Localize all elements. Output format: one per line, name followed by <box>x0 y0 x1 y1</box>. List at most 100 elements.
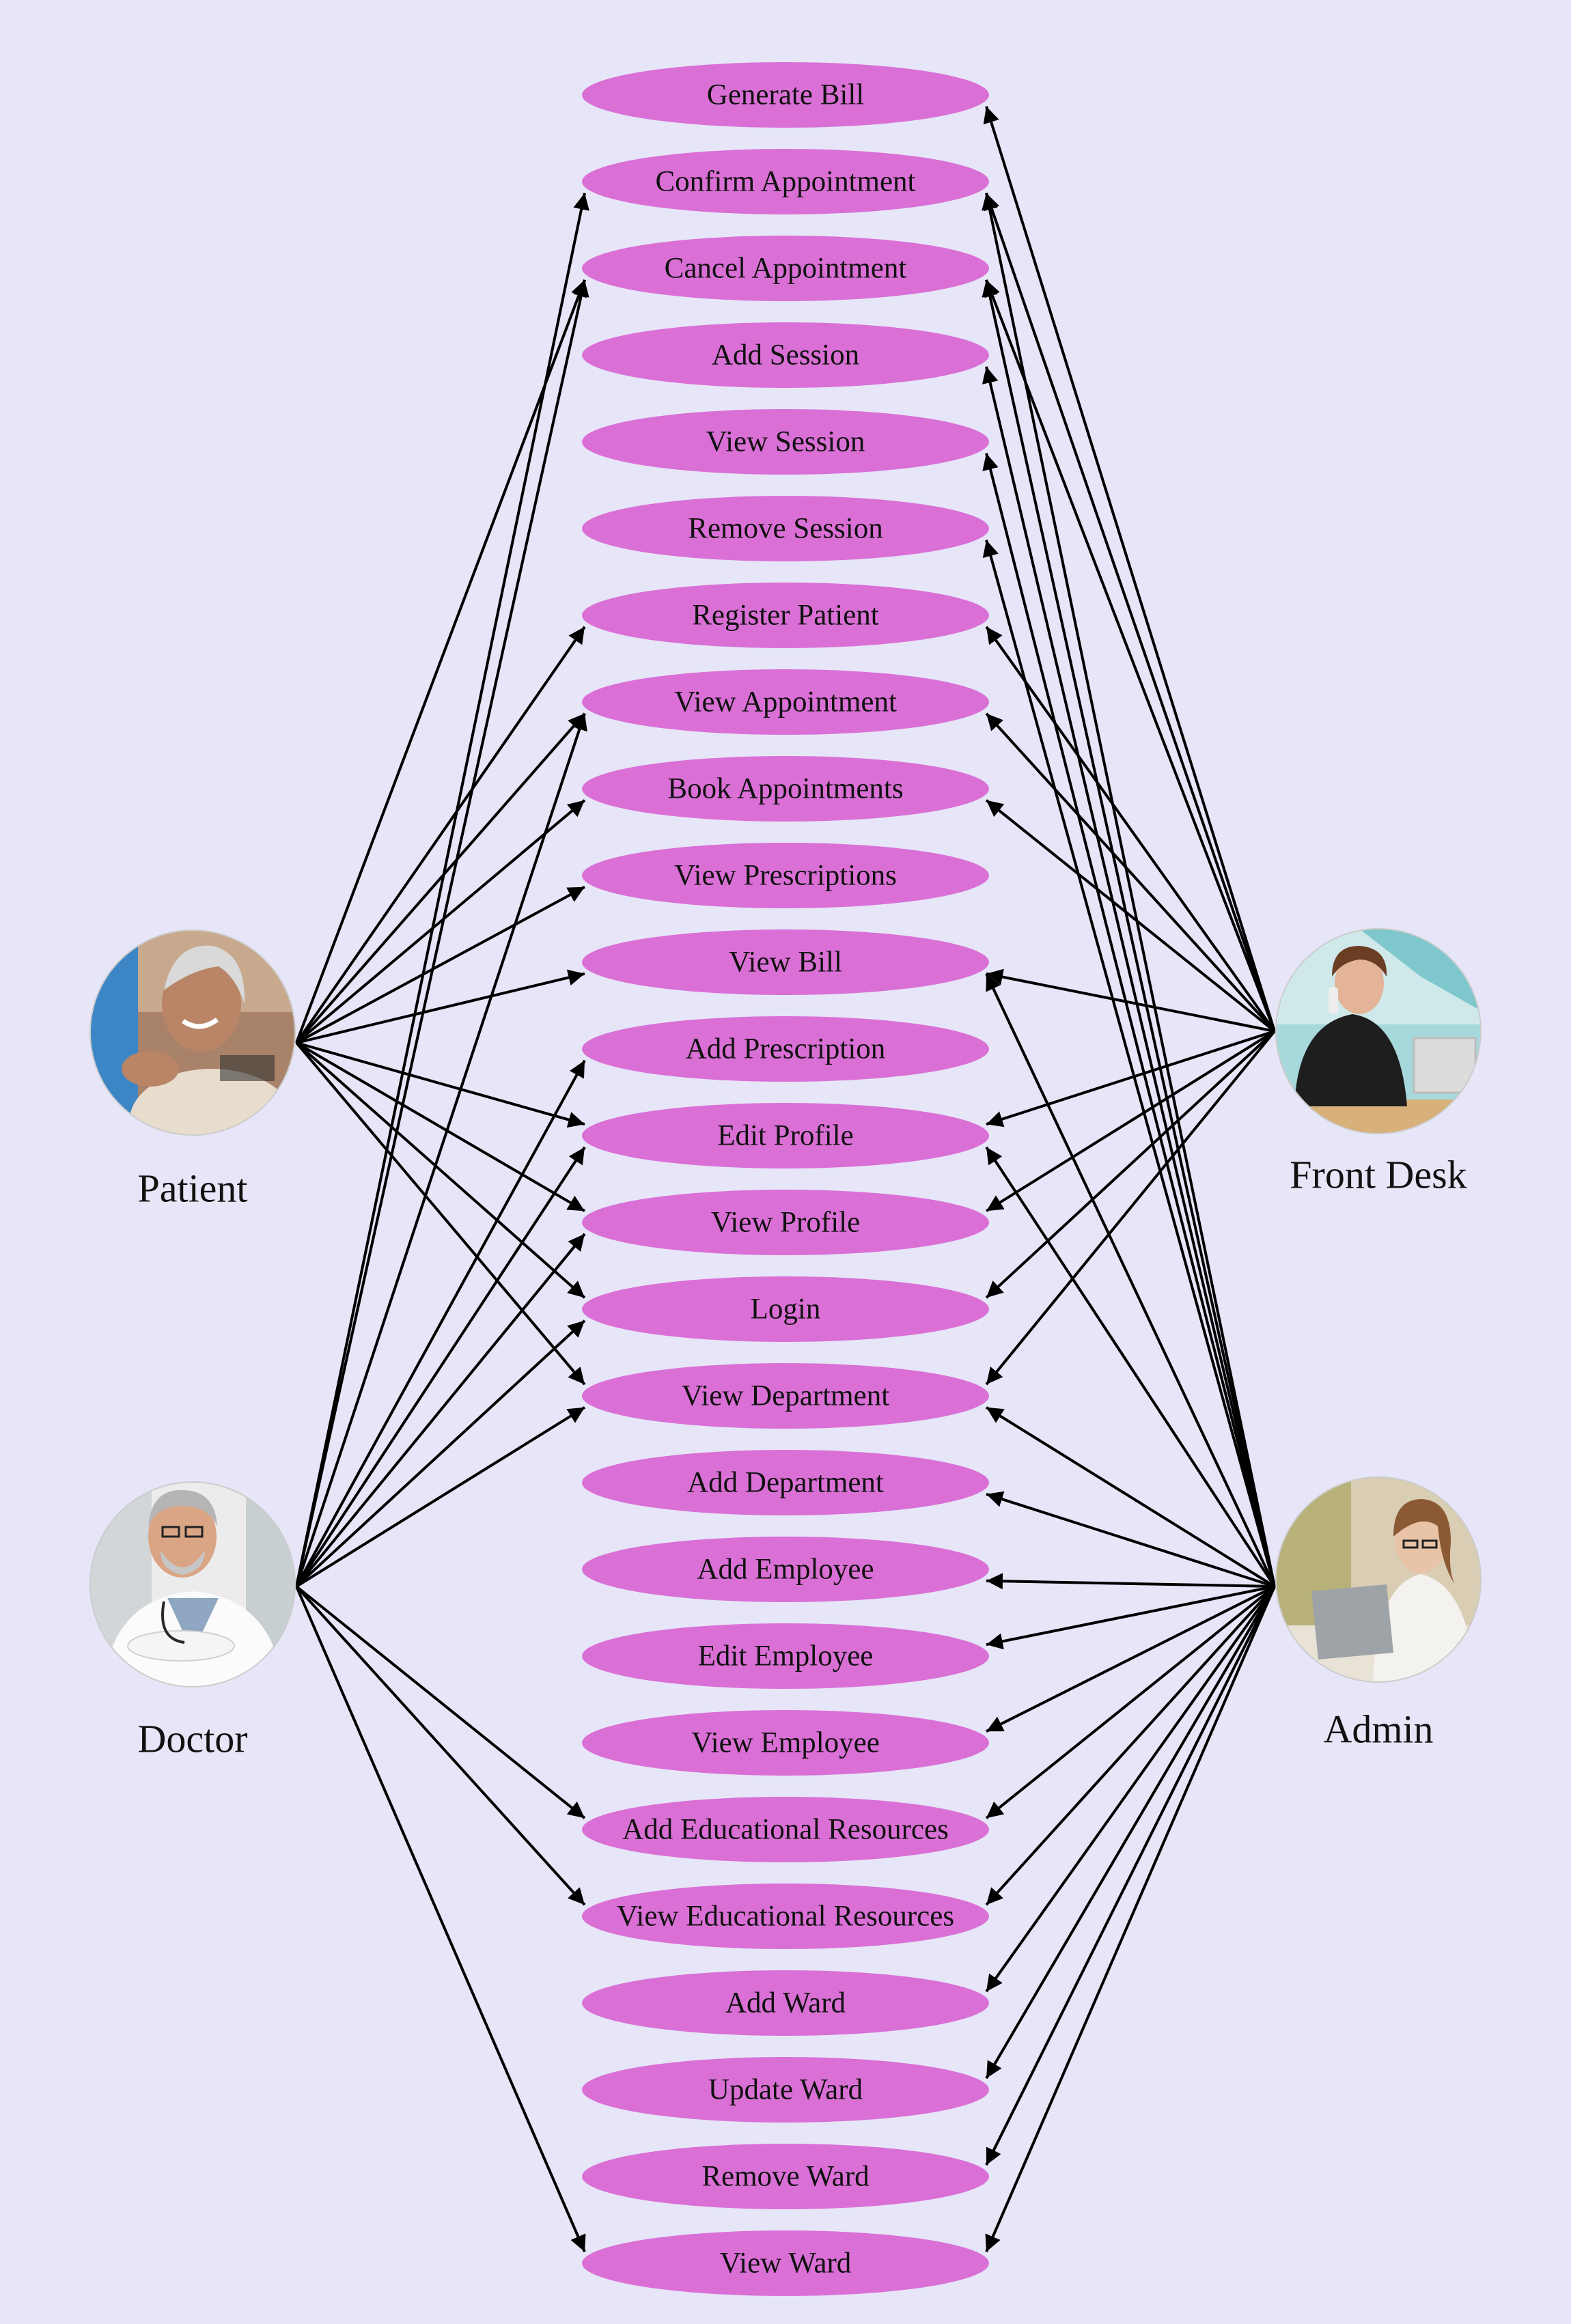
edge-admin-to-edit-profile <box>985 1146 1276 1588</box>
use-case-ellipse <box>582 843 989 908</box>
edge-front-desk-to-login <box>985 1030 1276 1299</box>
edge-admin-to-add-session <box>982 366 1276 1587</box>
edge-front-desk-to-view-appointment <box>985 712 1276 1033</box>
use-case-add-session: Add Session <box>582 322 989 388</box>
edge-doctor-to-add-prescription <box>295 1059 586 1587</box>
actor-admin: Admin <box>1275 1476 1482 1752</box>
use-case-ellipse <box>582 2144 989 2209</box>
use-case-ellipse <box>582 1884 989 1949</box>
use-case-label: Add Employee <box>697 1554 874 1586</box>
edge-front-desk-to-generate-bill <box>983 106 1276 1032</box>
use-case-label: Edit Profile <box>717 1120 853 1152</box>
edge-admin-to-view-ward <box>985 1586 1276 2252</box>
use-case-view-department: View Department <box>582 1363 989 1429</box>
use-case-label: Remove Session <box>688 513 882 545</box>
doctor-label: Doctor <box>137 1717 247 1761</box>
admin-photo <box>1276 1477 1481 1682</box>
edge-front-desk-to-edit-profile <box>986 1030 1275 1128</box>
edge-admin-to-add-educational-resources <box>985 1585 1276 1819</box>
use-case-ellipse <box>582 62 989 128</box>
use-case-ellipse <box>582 1537 989 1602</box>
use-case-label: View Bill <box>729 947 842 979</box>
use-case-view-employee: View Employee <box>582 1710 989 1776</box>
edge-front-desk-to-confirm-appointment <box>984 193 1276 1032</box>
use-case-ellipse <box>582 1797 989 1862</box>
edge-patient-to-view-department <box>295 1041 586 1386</box>
receptionist-photo <box>1276 929 1481 1134</box>
use-case-update-ward: Update Ward <box>582 2057 989 2123</box>
use-case-ellipse <box>582 409 989 475</box>
use-case-add-ward: Add Ward <box>582 1970 989 2036</box>
use-case-label: View Department <box>682 1380 889 1412</box>
edge-front-desk-to-view-profile <box>985 1030 1276 1212</box>
use-case-generate-bill: Generate Bill <box>582 62 989 128</box>
use-case-label: Update Ward <box>708 2074 863 2106</box>
actor-patient: Patient <box>89 929 296 1211</box>
edge-doctor-to-login <box>295 1319 586 1588</box>
edge-doctor-to-view-department <box>295 1406 586 1588</box>
use-case-ellipse <box>582 2230 989 2296</box>
admin-label: Admin <box>1323 1707 1433 1752</box>
use-case-view-profile: View Profile <box>582 1190 989 1255</box>
use-case-remove-ward: Remove Ward <box>582 2144 989 2209</box>
use-case-ellipse <box>582 1190 989 1255</box>
edge-patient-to-view-bill <box>296 969 585 1044</box>
use-case-label: Add Session <box>712 339 859 372</box>
use-case-ellipse <box>582 496 989 561</box>
use-case-label: Edit Employee <box>698 1640 874 1672</box>
actor-front-desk: Front Desk <box>1275 928 1482 1197</box>
use-case-ellipse <box>582 322 989 388</box>
edge-doctor-to-cancel-appointment <box>295 279 589 1587</box>
edge-doctor-to-view-profile <box>295 1233 586 1588</box>
edge-patient-to-edit-profile <box>296 1041 585 1128</box>
use-case-edit-profile: Edit Profile <box>582 1103 989 1168</box>
use-case-ellipse <box>582 669 989 735</box>
edge-front-desk-to-view-bill <box>986 968 1275 1033</box>
patient-label: Patient <box>137 1166 247 1211</box>
edge-admin-to-remove-session <box>982 540 1276 1587</box>
use-case-label: Cancel Appointment <box>665 253 907 285</box>
use-case-ellipse <box>582 2057 989 2123</box>
use-case-ellipse <box>582 1276 989 1342</box>
use-case-book-appointments: Book Appointments <box>582 756 989 822</box>
use-case-label: View Ward <box>720 2248 852 2280</box>
use-case-label: Book Appointments <box>667 773 903 805</box>
edge-admin-to-add-department <box>986 1491 1275 1588</box>
use-case-add-employee: Add Employee <box>582 1537 989 1602</box>
use-case-ellipse <box>582 583 989 648</box>
use-case-label: Add Prescription <box>686 1033 886 1065</box>
use-case-label: View Educational Resources <box>617 1901 954 1933</box>
edge-patient-to-book-appointments <box>295 799 586 1044</box>
edge-front-desk-to-cancel-appointment <box>984 279 1276 1032</box>
use-case-ellipse <box>582 149 989 214</box>
use-case-view-educational-resources: View Educational Resources <box>582 1884 989 1949</box>
use-case-label: View Employee <box>691 1727 880 1759</box>
use-case-ellipse <box>582 756 989 822</box>
edge-front-desk-to-view-department <box>985 1030 1276 1386</box>
edge-doctor-to-add-educational-resources <box>295 1585 586 1819</box>
use-case-label: Generate Bill <box>707 79 864 111</box>
use-case-register-patient: Register Patient <box>582 583 989 648</box>
use-case-ellipse <box>582 1103 989 1168</box>
use-case-label: Login <box>751 1293 821 1326</box>
use-case-label: Add Department <box>687 1467 884 1499</box>
use-case-ellipse <box>582 1623 989 1689</box>
edge-front-desk-to-book-appointments <box>985 799 1276 1033</box>
use-case-label: Add Ward <box>725 1987 846 2019</box>
use-case-label: Register Patient <box>692 600 879 632</box>
use-case-ellipse <box>582 929 989 995</box>
edge-patient-to-view-appointment <box>295 712 586 1044</box>
use-case-login: Login <box>582 1276 989 1342</box>
use-case-label: View Session <box>706 426 865 458</box>
edge-doctor-to-view-ward <box>295 1586 586 2252</box>
edge-doctor-to-edit-profile <box>295 1146 586 1588</box>
edge-admin-to-view-employee <box>986 1585 1275 1733</box>
use-case-ellipse <box>582 1970 989 2036</box>
use-case-add-department: Add Department <box>582 1450 989 1515</box>
use-case-add-educational-resources: Add Educational Resources <box>582 1797 989 1862</box>
edge-doctor-to-view-appointment <box>295 713 587 1587</box>
use-case-label: View Appointment <box>674 686 897 718</box>
use-case-label: Remove Ward <box>701 2161 869 2193</box>
